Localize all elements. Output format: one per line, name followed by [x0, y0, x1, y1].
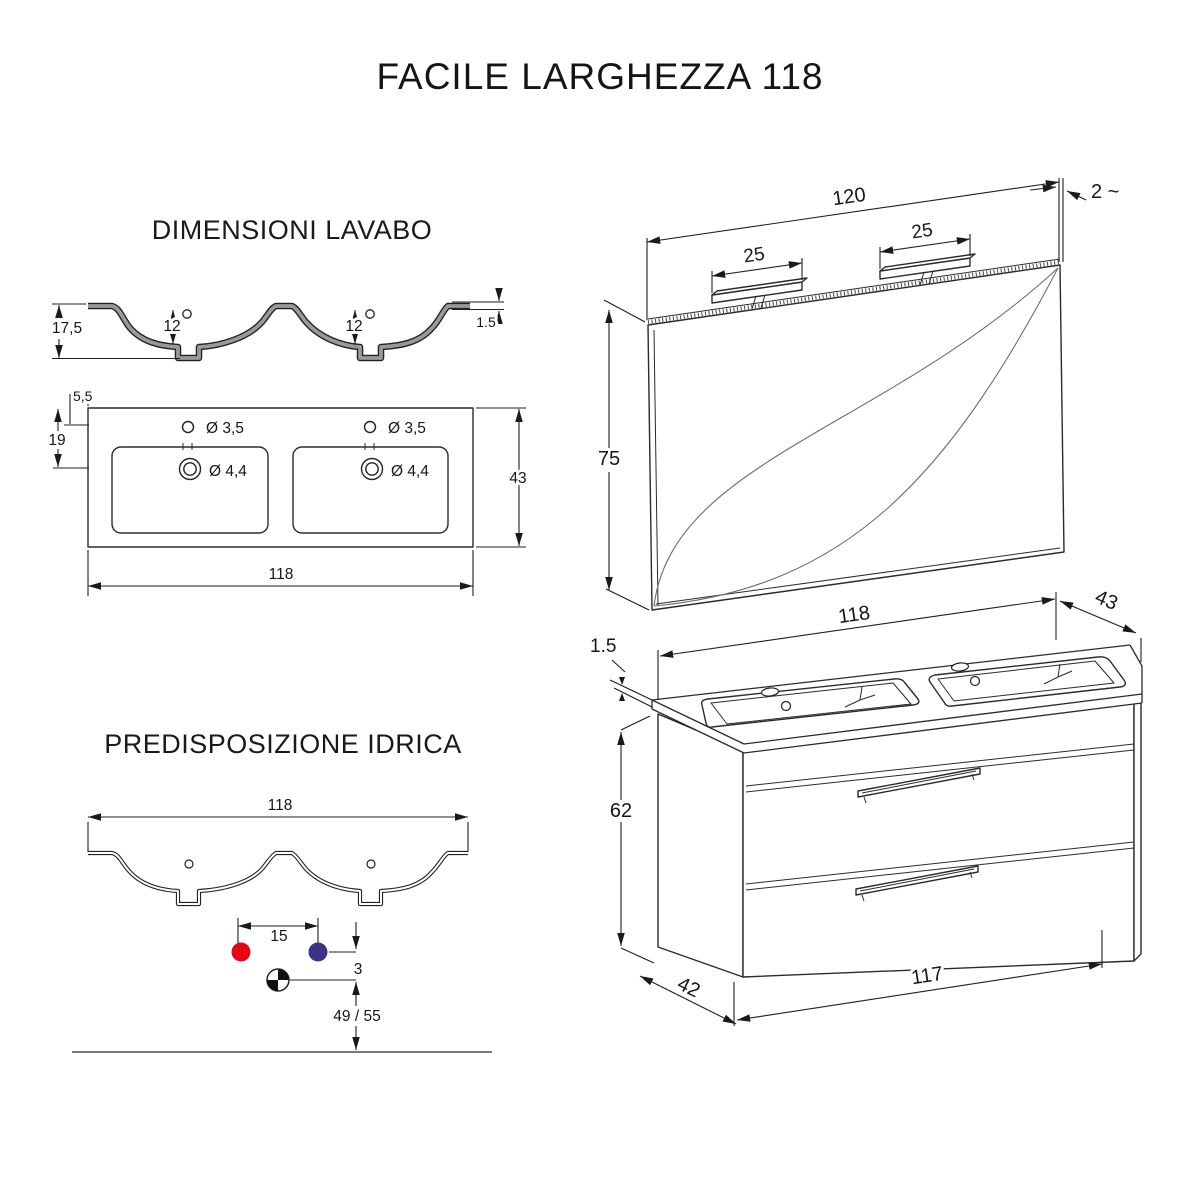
- sink-section-profile: [88, 302, 470, 362]
- overflow-hole-icon: [365, 309, 375, 319]
- section-heading-sink-dimensions: DIMENSIONI LAVABO: [151, 215, 433, 245]
- basin-right-outline: [292, 446, 449, 534]
- cabinet-right-side: [1133, 691, 1142, 962]
- dim-body-depth: 42: [674, 973, 704, 1003]
- dim-mirror-height: 75: [598, 448, 620, 470]
- label-drain-hole-diameter: Ø 4,4: [391, 463, 429, 480]
- hot-water-point: [231, 942, 251, 962]
- sink-section-profile-fill: [88, 304, 470, 360]
- faucet-hole-icon: [181, 420, 195, 434]
- label-drain-hole-diameter: Ø 4,4: [209, 463, 247, 480]
- dim-top-depth: 43: [1092, 586, 1121, 615]
- label-faucet-hole-diameter: Ø 3,5: [388, 420, 426, 437]
- base-unit-view: 1.5 118 43 62 42 117: [590, 583, 1143, 1026]
- dim-basin-depth: 12: [345, 318, 362, 335]
- basin-left-outline: [111, 446, 269, 534]
- drain-datum-icon: [267, 980, 278, 991]
- faucet-hole-icon: [184, 859, 194, 869]
- overflow-hole-icon: [969, 675, 981, 687]
- cabinet-left-side: [657, 713, 744, 978]
- overflow-hole-icon: [780, 700, 792, 712]
- basin-right: [928, 656, 1127, 707]
- dim-sink-width: 118: [269, 566, 294, 583]
- dim-body-width: 117: [910, 963, 945, 989]
- faucet-hole-icon: [363, 420, 377, 434]
- dim-basin-depth: 12: [163, 318, 180, 335]
- dim-drain-drop: 3: [354, 961, 363, 978]
- page-title: FACILE LARGHEZZA 118: [376, 56, 824, 97]
- dim-tap-distance: 15: [270, 928, 287, 945]
- mirror-light-left: [711, 277, 808, 310]
- mirror-view: 25 25 120 2 ~: [595, 178, 1119, 611]
- drain-datum-icon: [278, 969, 289, 980]
- sink-profile-outline: [88, 850, 468, 907]
- mirror-light-right: [879, 253, 976, 286]
- dim-light-width: 25: [742, 244, 766, 268]
- faucet-hole-icon: [366, 859, 376, 869]
- dim-drain-offset: 19: [48, 432, 65, 449]
- drain-hole-icon: [365, 462, 379, 476]
- dim-plumbing-width: 118: [268, 797, 293, 814]
- dim-light-width: 25: [910, 220, 934, 244]
- sink-plan-view: Ø 3,5 Ø 3,5 Ø 4,4 Ø 4,4 5,5 19 43: [45, 385, 530, 596]
- drain-hole-icon: [183, 462, 197, 476]
- dim-drain-height-range: 49 / 55: [333, 1008, 380, 1025]
- overflow-hole-icon: [182, 309, 192, 319]
- drawer-handle-top: [857, 767, 981, 804]
- mirror-decor-curve: [653, 267, 1059, 607]
- faucet-hole-icon: [950, 662, 970, 672]
- mirror-decor-curve: [653, 267, 1059, 607]
- dim-rim-thickness: 1.5: [476, 314, 496, 330]
- dim-top-thickness: 1.5: [590, 636, 616, 657]
- dim-sink-total-height: 17,5: [52, 320, 82, 337]
- section-heading-plumbing: PREDISPOSIZIONE IDRICA: [104, 729, 462, 759]
- dim-mirror-width: 120: [831, 184, 867, 211]
- plumbing-view: 118 15 3 49 / 55: [72, 794, 492, 1053]
- label-faucet-hole-diameter: Ø 3,5: [206, 420, 244, 437]
- sink-section-view: 17,5 12 12 1.5: [49, 287, 504, 362]
- dim-top-width: 118: [837, 602, 872, 628]
- dim-sink-depth: 43: [509, 470, 526, 487]
- basin-left: [700, 678, 920, 728]
- cold-water-point: [308, 942, 328, 962]
- dim-edge-offset: 5,5: [73, 388, 93, 404]
- drawer-handle-bottom: [855, 865, 979, 902]
- mirror-face: [647, 264, 1065, 611]
- dim-mirror-thickness: 2 ~: [1091, 181, 1119, 203]
- faucet-hole-icon: [760, 687, 780, 697]
- sink-profile-outline-inner: [88, 852, 468, 905]
- mirror-top-hatch: [647, 260, 1061, 324]
- dim-body-height: 62: [610, 800, 632, 822]
